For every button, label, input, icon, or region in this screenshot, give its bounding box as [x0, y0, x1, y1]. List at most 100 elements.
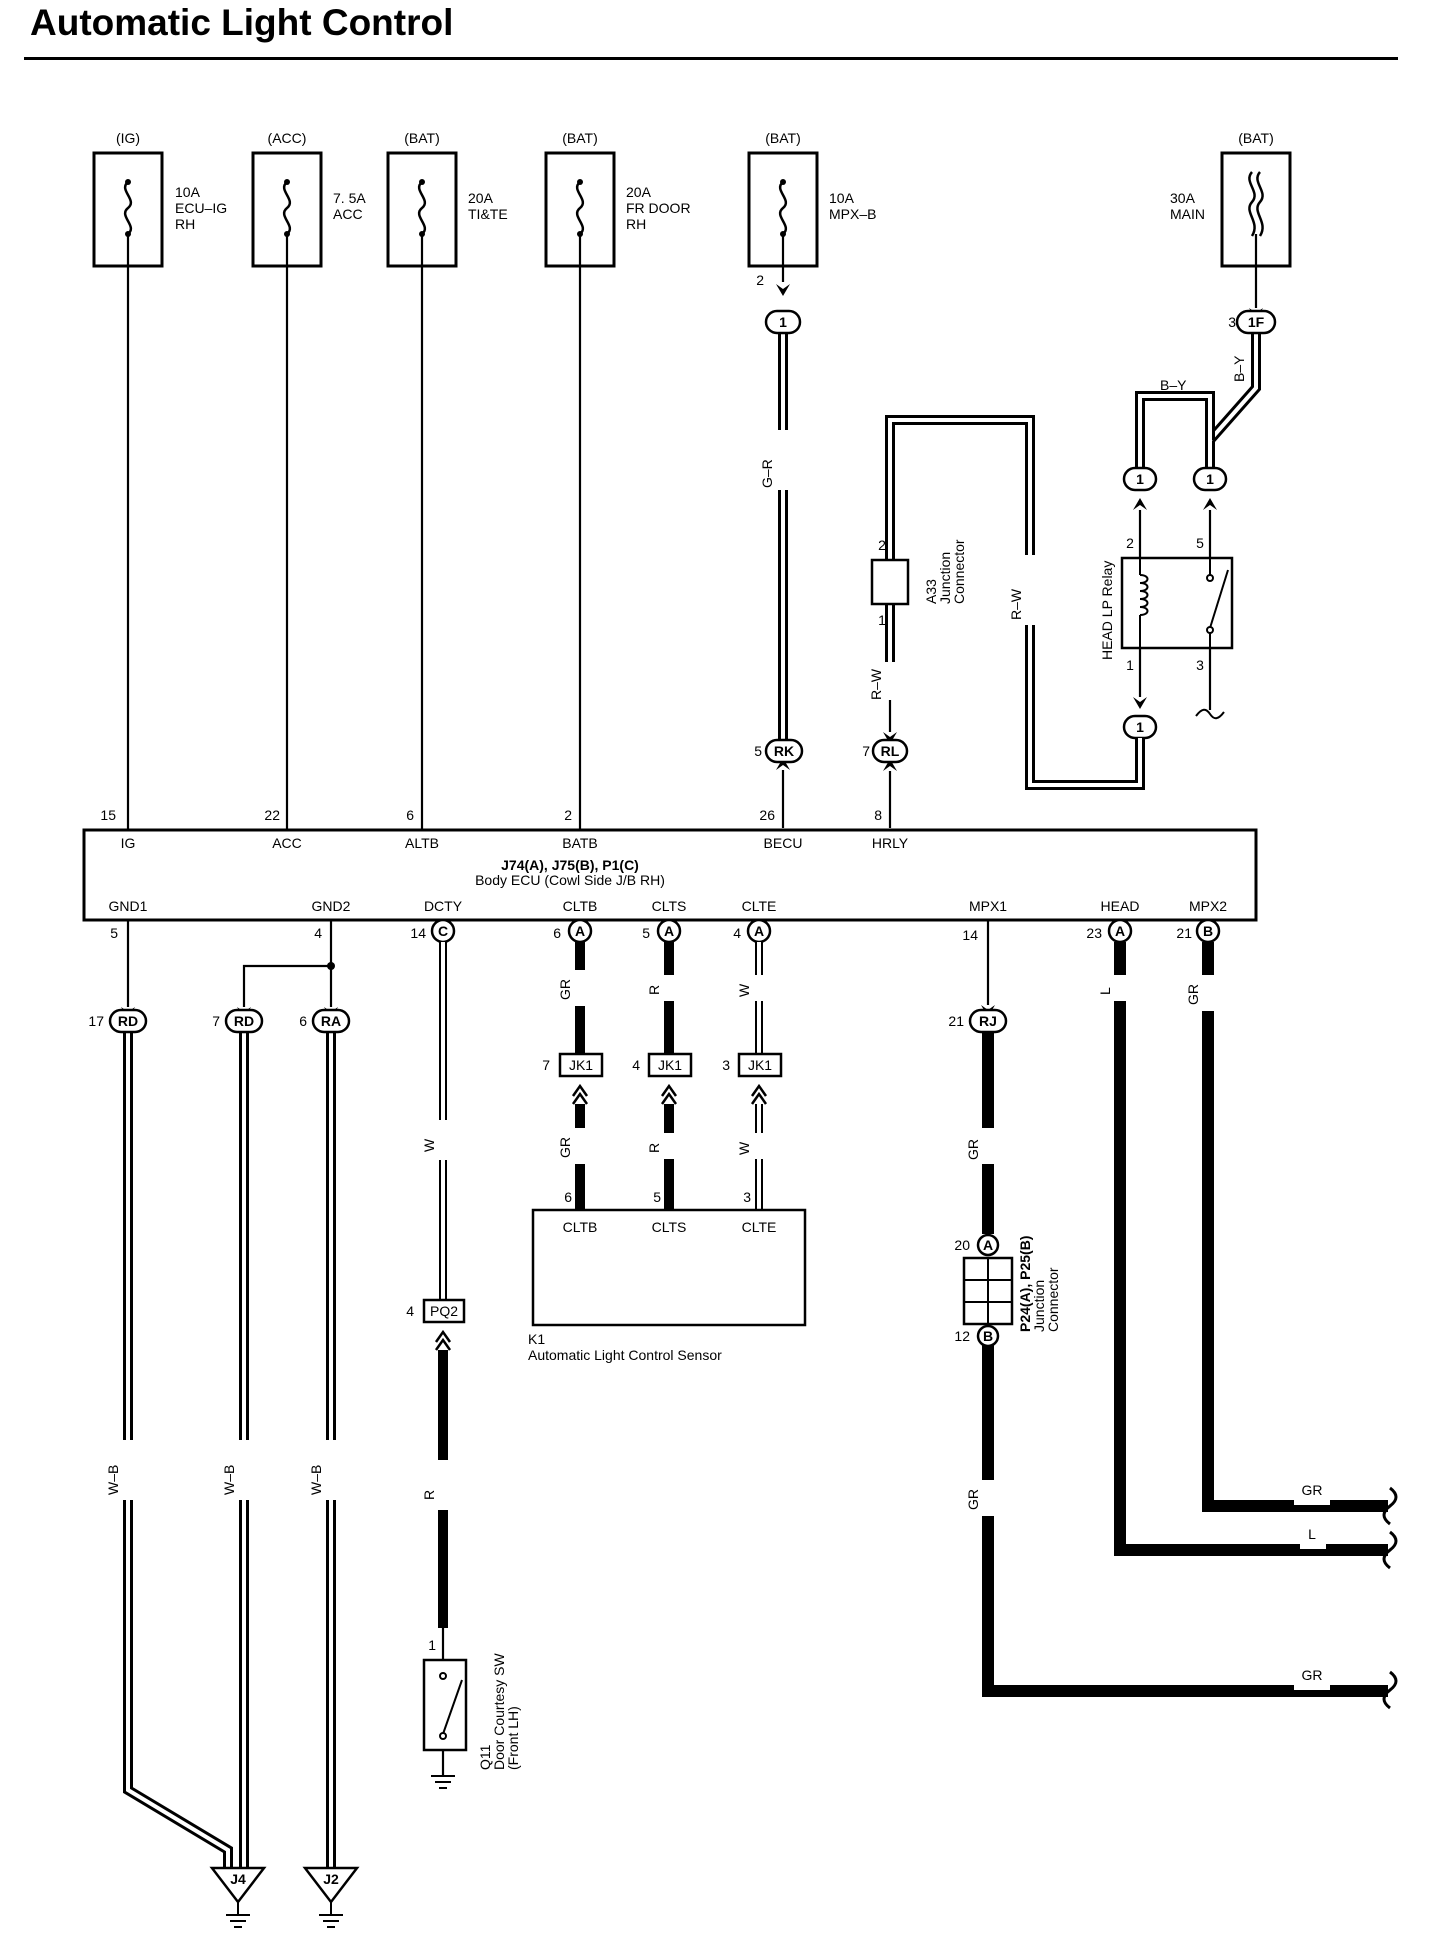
svg-text:5: 5	[754, 743, 762, 759]
svg-text:Automatic Light Control Sensor: Automatic Light Control Sensor	[528, 1347, 722, 1363]
svg-text:(BAT): (BAT)	[765, 130, 801, 146]
svg-text:7: 7	[862, 743, 870, 759]
svg-text:GR: GR	[1302, 1667, 1323, 1683]
connector-jk1-row: JK1 7 JK1 4 JK1 3	[542, 1052, 783, 1078]
connector-b-mpx2: B	[1195, 918, 1221, 944]
svg-text:G–R: G–R	[759, 459, 775, 488]
svg-text:8: 8	[874, 807, 882, 823]
svg-text:5: 5	[642, 925, 650, 941]
svg-text:ECU–IG: ECU–IG	[175, 200, 227, 216]
connector-ra: RA 6	[299, 1008, 351, 1034]
svg-text:20A: 20A	[626, 184, 652, 200]
svg-text:JK1: JK1	[569, 1057, 593, 1073]
svg-text:Junction: Junction	[1031, 1280, 1047, 1332]
connector-rd-gnd2: RD 7	[212, 1008, 264, 1034]
svg-text:(BAT): (BAT)	[562, 130, 598, 146]
svg-text:B: B	[1203, 923, 1213, 939]
svg-text:4: 4	[632, 1057, 640, 1073]
fuse-acc: (ACC) 7. 5A ACC	[251, 130, 366, 268]
switch-icon	[442, 1679, 463, 1735]
svg-text:GND1: GND1	[109, 898, 148, 914]
svg-text:RD: RD	[118, 1013, 138, 1029]
fuse-fr-door: (BAT) 20A FR DOOR RH	[544, 130, 691, 268]
svg-text:CLTB: CLTB	[563, 898, 598, 914]
wire-head-l: L L	[1097, 942, 1398, 1570]
svg-text:20A: 20A	[468, 190, 494, 206]
svg-text:GR: GR	[557, 979, 573, 1000]
svg-text:C: C	[438, 923, 448, 939]
svg-text:CLTS: CLTS	[652, 898, 687, 914]
wire-continues-icon	[1382, 1530, 1398, 1570]
top-thin-wires	[126, 234, 582, 830]
fuse-icon	[123, 181, 133, 235]
svg-text:Body ECU (Cowl Side J/B RH): Body ECU (Cowl Side J/B RH)	[475, 872, 665, 888]
svg-text:HEAD: HEAD	[1101, 898, 1140, 914]
svg-text:1: 1	[1126, 657, 1134, 673]
svg-text:TI&TE: TI&TE	[468, 206, 508, 222]
svg-text:3: 3	[1196, 657, 1204, 673]
svg-text:W: W	[736, 983, 752, 997]
svg-text:3: 3	[743, 1189, 751, 1205]
svg-text:RH: RH	[626, 216, 646, 232]
svg-text:BATB: BATB	[562, 835, 598, 851]
svg-text:HRLY: HRLY	[872, 835, 909, 851]
connector-rd-gnd1: RD 17	[88, 1008, 148, 1034]
svg-text:4: 4	[314, 925, 322, 941]
svg-text:J2: J2	[323, 1871, 339, 1887]
fuse-icon	[282, 181, 292, 235]
svg-text:L: L	[1097, 987, 1113, 995]
svg-text:(IG): (IG)	[116, 130, 140, 146]
wire-continues-icon	[1382, 1486, 1398, 1526]
svg-text:(BAT): (BAT)	[404, 130, 440, 146]
svg-text:W–B: W–B	[221, 1465, 237, 1495]
svg-text:J74(A), J75(B), P1(C): J74(A), J75(B), P1(C)	[501, 857, 639, 873]
sensor-wires: GR R W GR R W	[557, 942, 768, 1210]
svg-text:JK1: JK1	[658, 1057, 682, 1073]
fuse-main: (BAT) 30A MAIN	[1170, 130, 1292, 268]
svg-text:Junction: Junction	[937, 552, 953, 604]
p24-junction-connector: A 20 B 12 P24(A), P25(B) Junction Connec…	[954, 1233, 1061, 1348]
svg-text:4: 4	[406, 1303, 414, 1319]
svg-text:ACC: ACC	[333, 206, 363, 222]
svg-text:2: 2	[878, 537, 886, 553]
svg-text:10A: 10A	[175, 184, 201, 200]
svg-text:Door Courtesy SW: Door Courtesy SW	[491, 1653, 507, 1770]
svg-text:IG: IG	[121, 835, 136, 851]
svg-text:2: 2	[564, 807, 572, 823]
svg-text:6: 6	[299, 1013, 307, 1029]
svg-text:GR: GR	[1302, 1482, 1323, 1498]
connector-1f: 1F	[1235, 309, 1277, 335]
wire-b-y: B–Y B–Y 3	[1135, 234, 1263, 470]
svg-text:MPX2: MPX2	[1189, 898, 1227, 914]
title-rule	[24, 57, 1398, 60]
svg-text:CLTE: CLTE	[742, 1219, 777, 1235]
svg-text:RH: RH	[175, 216, 195, 232]
svg-text:RJ: RJ	[979, 1013, 997, 1029]
svg-text:Connector: Connector	[1045, 1267, 1061, 1332]
svg-text:MAIN: MAIN	[1170, 206, 1205, 222]
svg-text:R: R	[646, 985, 662, 995]
svg-text:14: 14	[410, 925, 426, 941]
svg-text:23: 23	[1086, 925, 1102, 941]
wire-mpx2-gr: GR GR	[1185, 942, 1398, 1526]
connector-rj: RJ 21	[948, 1008, 1008, 1034]
svg-text:14: 14	[962, 927, 978, 943]
head-lp-relay: 2 5 1 3 HEAD LP Relay	[1099, 498, 1234, 720]
fuse-mpx-b: (BAT) 10A MPX–B	[747, 130, 876, 268]
svg-text:6: 6	[564, 1189, 572, 1205]
svg-text:GR: GR	[965, 1489, 981, 1510]
svg-text:W–B: W–B	[105, 1465, 121, 1495]
svg-text:W: W	[736, 1141, 752, 1155]
svg-text:B–Y: B–Y	[1231, 355, 1247, 382]
fuse-ti-te: (BAT) 20A TI&TE	[386, 130, 508, 268]
wire-g-r: G–R 2 5	[754, 234, 790, 828]
svg-text:1: 1	[1136, 471, 1144, 487]
page-title: Automatic Light Control	[30, 2, 454, 43]
a33-junction-connector: 2 1 A33 Junction Connector	[870, 537, 967, 628]
fusible-link-icon	[1248, 171, 1264, 237]
connector-1-relay-bottom: 1	[1122, 714, 1158, 740]
svg-text:2: 2	[1126, 535, 1134, 551]
svg-text:ALTB: ALTB	[405, 835, 439, 851]
svg-text:RK: RK	[774, 743, 794, 759]
svg-text:R: R	[421, 1490, 437, 1500]
